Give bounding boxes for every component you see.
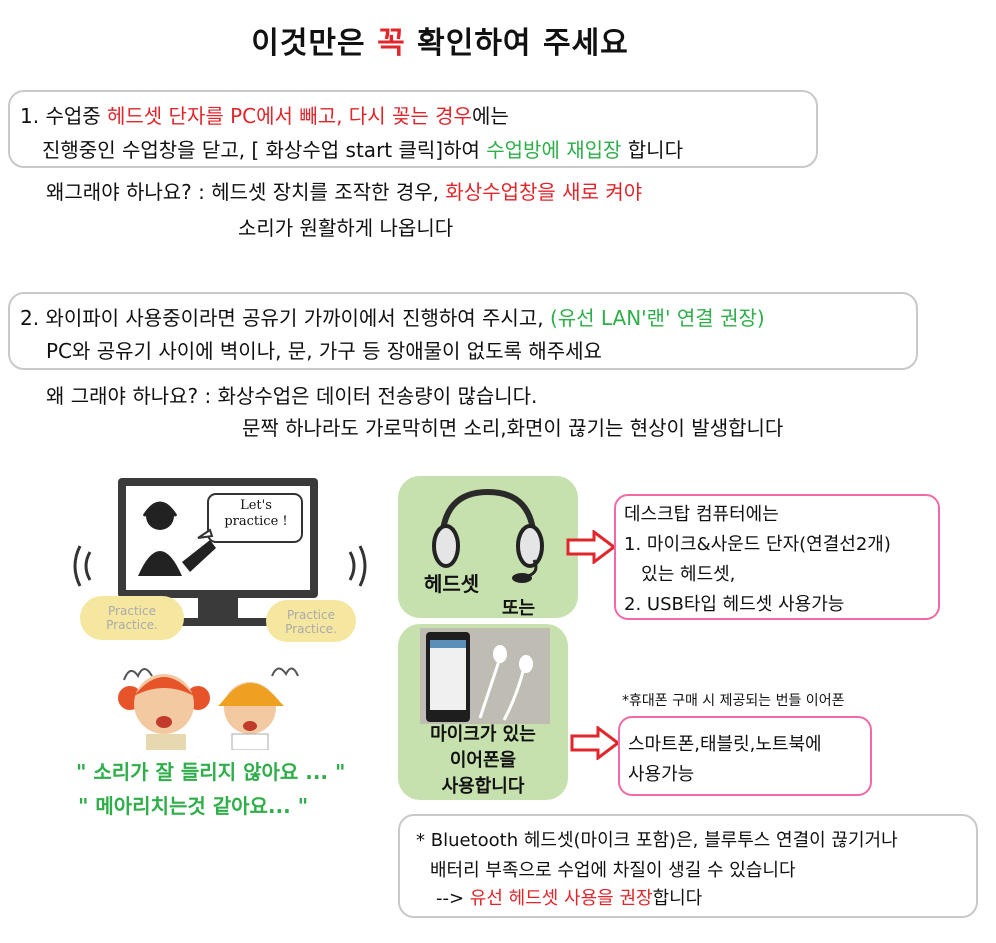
- section2-why: 왜 그래야 하나요? : 화상수업은 데이터 전송량이 많습니다.: [46, 384, 538, 408]
- monitor-illustration: [73, 478, 367, 626]
- desktop-info-box: [614, 494, 940, 620]
- desktop-line-1: 데스크탑 컴퓨터에는: [624, 504, 779, 525]
- title-text-end: 확인하여 주세요: [405, 26, 629, 61]
- speech-bubble-text: Let's practice !: [224, 498, 288, 529]
- earphone-note: *휴대폰 구매 시 제공되는 번들 이어폰: [622, 693, 845, 709]
- mobile-info-box: [618, 716, 872, 796]
- section1-why: 왜그래야 하나요? : 헤드셋 장치를 조작한 경우, 화상수업창을 새로 켜야: [46, 180, 643, 204]
- earphone-card-line-3: 사용합니다: [441, 776, 525, 797]
- bluetooth-box: [398, 814, 978, 918]
- section1-line1: 1. 수업중 헤드셋 단자를 PC에서 빼고, 다시 꽂는 경우에는: [20, 104, 509, 128]
- section2-why-line2: 문짝 하나라도 가로막히면 소리,화면이 끊기는 현상이 발생합니다: [242, 416, 784, 440]
- page-title: 이것만은 꼭 확인하여 주세요: [0, 18, 880, 62]
- complaint-quote-1: " 소리가 잘 들리지 않아요 ... ": [76, 760, 346, 784]
- arrow-right-icon: [566, 530, 616, 564]
- desktop-line-3: 있는 헤드셋,: [624, 564, 736, 585]
- complaint-quote-2: " 메아리치는것 같아요... ": [78, 794, 309, 818]
- bluetooth-line-1: * Bluetooth 헤드셋(마이크 포함)은, 블루투스 연결이 끊기거나: [416, 830, 898, 851]
- section2-line1: 2. 와이파이 사용중이라면 공유기 가까이에서 진행하여 주시고, (유선 L…: [20, 306, 765, 330]
- bluetooth-line-3: --> 유선 헤드셋 사용을 권장합니다: [436, 888, 703, 909]
- desktop-line-4: 2. USB타입 헤드셋 사용가능: [624, 594, 845, 615]
- children-illustration: [118, 667, 299, 750]
- title-text: 이것만은: [251, 26, 378, 61]
- mobile-line-1: 스마트폰,태블릿,노트북에: [628, 734, 822, 755]
- earphone-card-line-2: 이어폰을: [449, 750, 517, 771]
- mobile-line-2: 사용가능: [628, 764, 695, 785]
- headset-label: 헤드셋: [424, 572, 480, 596]
- section1-box: [8, 90, 818, 168]
- left-practice-cloud: Practice Practice.: [80, 596, 184, 640]
- section1-why-line2: 소리가 원활하게 나옵니다: [238, 216, 454, 240]
- title-accent: 꼭: [377, 26, 406, 61]
- earphone-card: 마이크가 있는 이어폰을 사용합니다: [398, 624, 568, 800]
- earphone-card-line-1: 마이크가 있는: [430, 724, 536, 745]
- section2-box: [8, 292, 918, 370]
- desktop-line-2: 1. 마이크&사운드 단자(연결선2개): [624, 534, 891, 555]
- or-label: 또는: [502, 598, 536, 619]
- bluetooth-line-2: 배터리 부족으로 수업에 차질이 생길 수 있습니다: [430, 860, 796, 881]
- section1-line2: 진행중인 수업창을 닫고, [ 화상수업 start 클릭]하여 수업방에 재입…: [42, 138, 683, 162]
- right-practice-cloud: Practice Practice.: [266, 600, 356, 642]
- earphones-phone-photo: [420, 628, 550, 724]
- arrow-right-icon-2: [570, 726, 620, 760]
- section2-line2: PC와 공유기 사이에 벽이나, 문, 가구 등 장애물이 없도록 해주세요: [46, 339, 602, 363]
- headset-card: 헤드셋 또는: [398, 476, 578, 619]
- headset-icon: [432, 488, 544, 583]
